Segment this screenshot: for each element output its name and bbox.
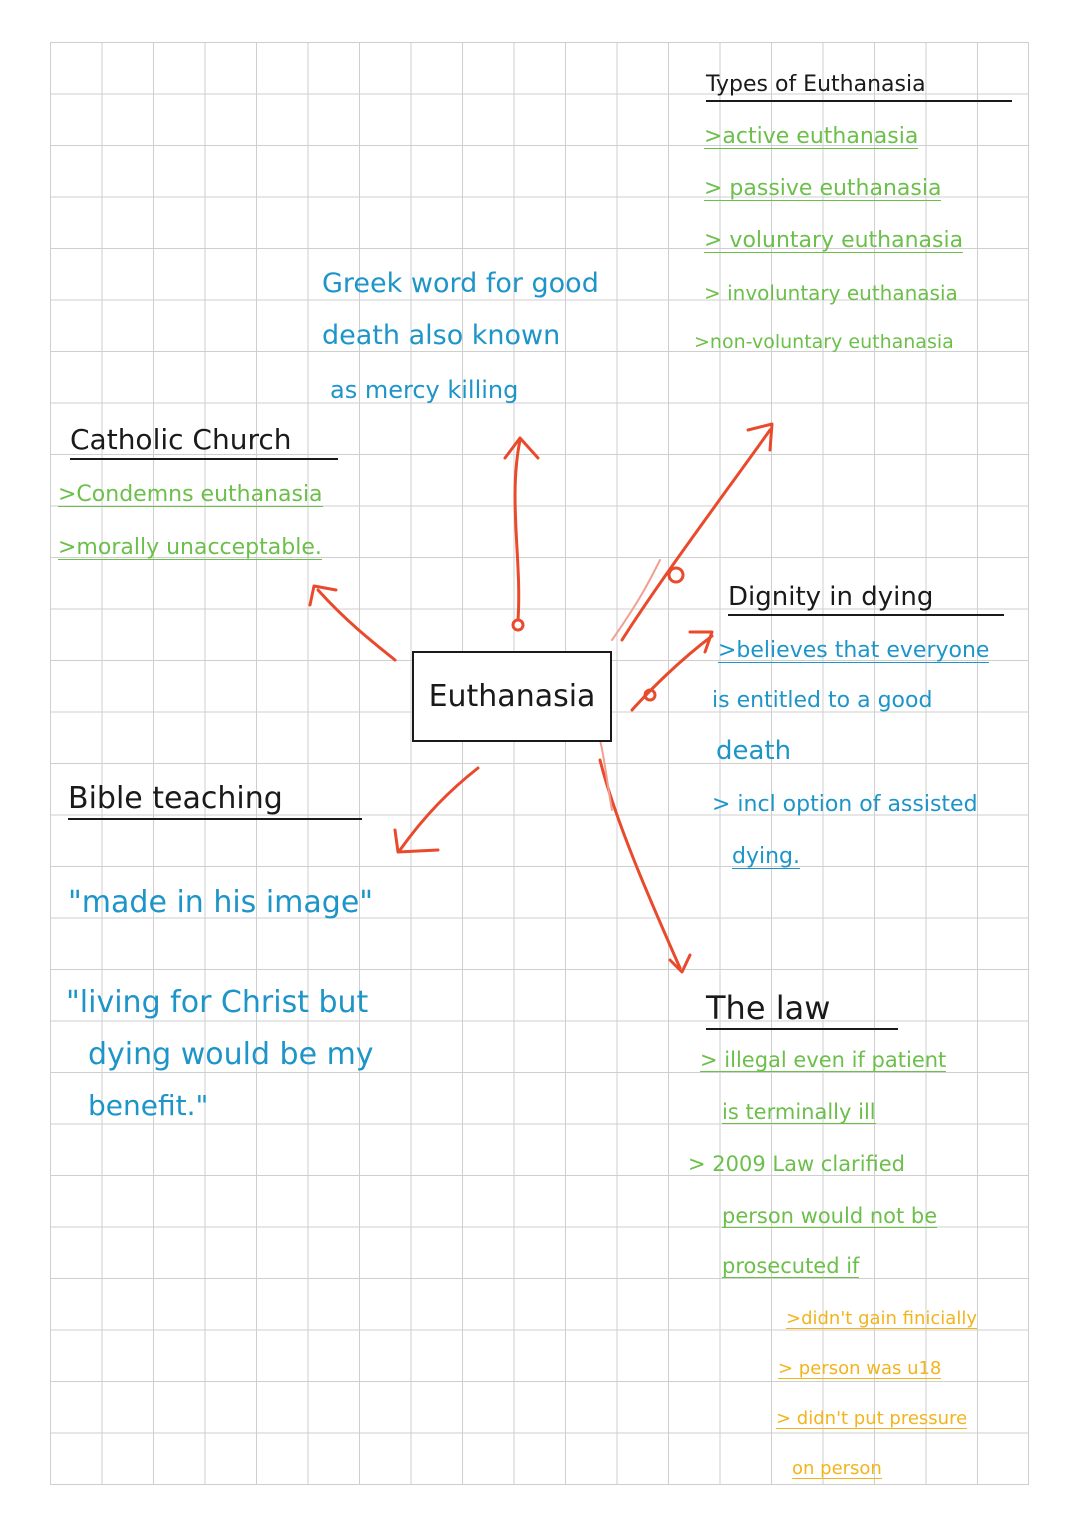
law-condition-1: >didn't gain finicially bbox=[786, 1308, 977, 1329]
law-condition-2: > person was u18 bbox=[778, 1358, 942, 1379]
dignity-line-3: death bbox=[716, 736, 792, 766]
definition-line-2: death also known bbox=[322, 320, 561, 351]
law-line-4: person would not be bbox=[722, 1204, 938, 1228]
law-line-5: prosecuted if bbox=[722, 1254, 860, 1278]
dignity-line-1: >believes that everyone bbox=[718, 638, 990, 663]
bible-quote-2-line-1: "living for Christ but bbox=[66, 985, 369, 1020]
dignity-line-4: > incl option of assisted bbox=[712, 792, 978, 817]
types-item-3: > voluntary euthanasia bbox=[704, 228, 964, 253]
types-item-5: >non-voluntary euthanasia bbox=[694, 331, 954, 353]
definition-line-3: as mercy killing bbox=[330, 376, 519, 404]
law-title: The law bbox=[706, 992, 898, 1030]
catholic-item-1: >Condemns euthanasia bbox=[58, 482, 323, 507]
bible-title: Bible teaching bbox=[68, 784, 362, 820]
bible-quote-2-line-2: dying would be my bbox=[88, 1037, 374, 1072]
definition-line-1: Greek word for good bbox=[322, 268, 599, 299]
center-node: Euthanasia bbox=[412, 651, 612, 742]
center-label: Euthanasia bbox=[428, 679, 596, 714]
dignity-title: Dignity in dying bbox=[728, 584, 1004, 616]
law-condition-3: > didn't put pressure bbox=[776, 1408, 968, 1429]
law-line-1: > illegal even if patient bbox=[700, 1048, 947, 1072]
grid-paper bbox=[50, 42, 1029, 1485]
types-title: Types of Euthanasia bbox=[706, 74, 1012, 102]
types-item-4: > involuntary euthanasia bbox=[704, 281, 958, 305]
law-line-2: is terminally ill bbox=[722, 1100, 876, 1124]
bible-quote-1: "made in his image" bbox=[68, 885, 374, 920]
dignity-line-5: dying. bbox=[732, 844, 800, 869]
types-item-1: >active euthanasia bbox=[704, 124, 919, 149]
law-line-3: > 2009 Law clarified bbox=[688, 1152, 906, 1176]
catholic-title: Catholic Church bbox=[70, 426, 338, 460]
catholic-item-2: >morally unacceptable. bbox=[58, 535, 322, 560]
types-item-2: > passive euthanasia bbox=[704, 176, 942, 201]
dignity-line-2: is entitled to a good bbox=[712, 688, 933, 713]
law-condition-4: on person bbox=[792, 1458, 882, 1479]
bible-quote-2-line-3: benefit." bbox=[88, 1089, 209, 1122]
